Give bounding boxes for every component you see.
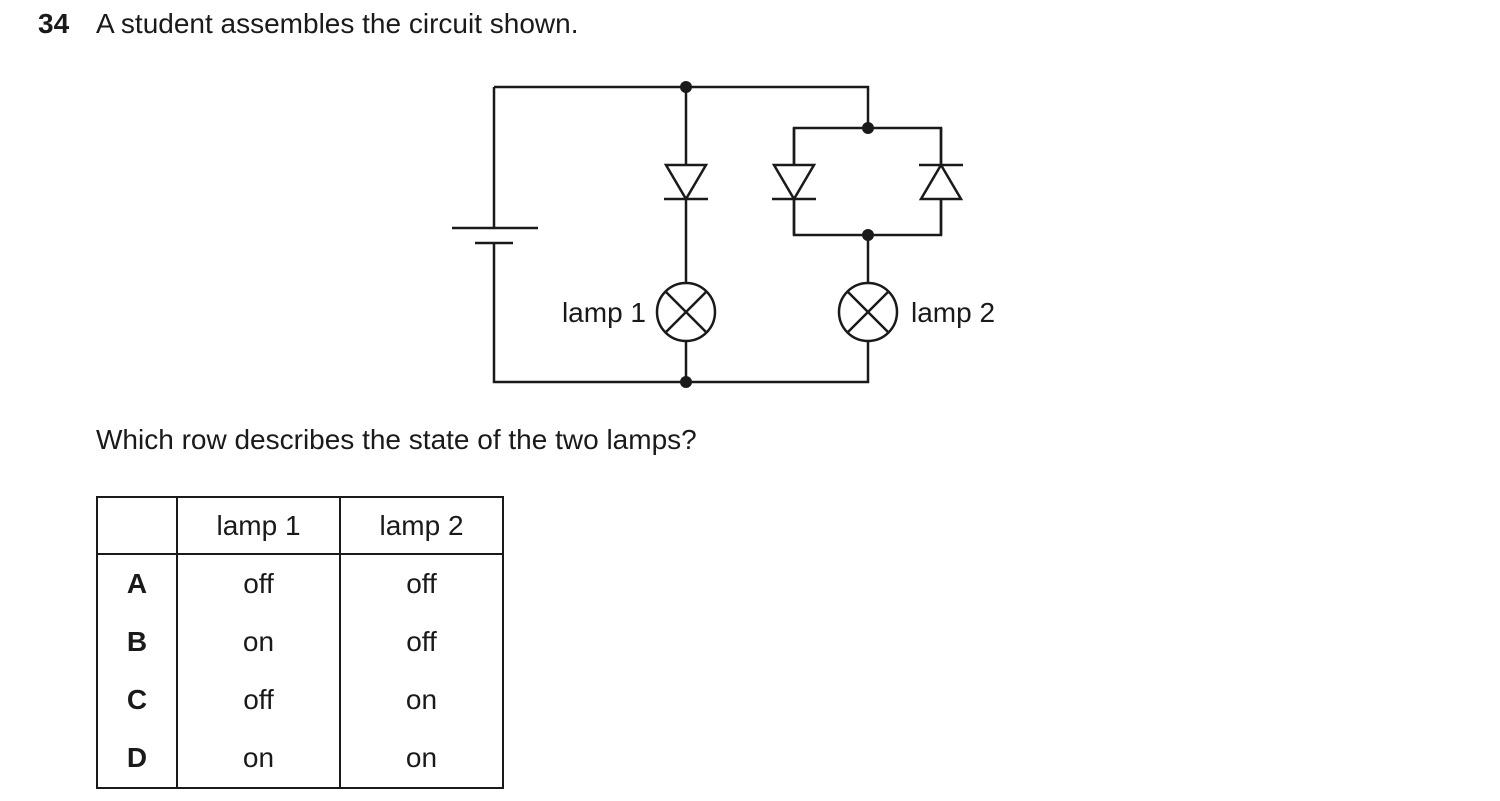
junction-dot [680, 376, 692, 388]
lamp1-state: on [176, 729, 341, 789]
lamp1-state: off [176, 671, 341, 729]
diode-icon [771, 128, 817, 235]
table-row: A off off [96, 554, 504, 613]
diode-icon [918, 128, 964, 235]
table-header-row: lamp 1 lamp 2 [96, 496, 504, 555]
table-row: D on on [96, 729, 504, 789]
cell-icon [452, 226, 538, 245]
table-header-cell: lamp 2 [339, 496, 504, 555]
wire-right-box [792, 126, 943, 237]
lamp1-state: off [176, 554, 341, 613]
lamp1-state: on [176, 613, 341, 671]
option-letter: C [96, 671, 178, 729]
lamp2-label: lamp 2 [911, 297, 995, 328]
answer-table: lamp 1 lamp 2 A off off B on off C off o… [96, 496, 504, 789]
table-row: B on off [96, 613, 504, 671]
lamp2-state: off [339, 554, 504, 613]
lamp-icon [837, 281, 899, 343]
lamp2-state: on [339, 729, 504, 789]
circuit-diagram: lamp 1 lamp 2 [452, 81, 995, 388]
lamp-icon [655, 281, 717, 343]
lamp2-state: on [339, 671, 504, 729]
junction-dot [680, 81, 692, 93]
table-header-cell: lamp 1 [176, 496, 341, 555]
question-prompt: Which row describes the state of the two… [96, 424, 697, 455]
option-letter: A [96, 554, 178, 613]
lamp1-label: lamp 1 [562, 297, 646, 328]
junction-dot [862, 122, 874, 134]
junction-dot [862, 229, 874, 241]
option-letter: B [96, 613, 178, 671]
option-letter: D [96, 729, 178, 789]
table-header-cell [96, 496, 178, 555]
question-number: 34 [38, 8, 70, 39]
wire-top [494, 85, 870, 128]
question-text: A student assembles the circuit shown. [96, 8, 579, 39]
diode-icon [663, 163, 709, 202]
lamp2-state: off [339, 613, 504, 671]
table-row: C off on [96, 671, 504, 729]
